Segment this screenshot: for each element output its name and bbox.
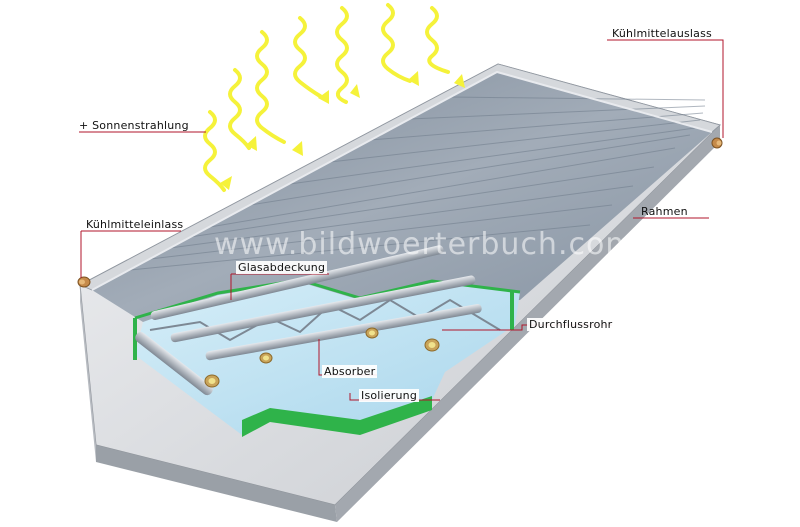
label-absorber: Absorber	[322, 365, 378, 378]
sun-ray-arrowheads	[220, 71, 465, 190]
label-isolierung: Isolierung	[359, 389, 420, 402]
glass-surface	[91, 70, 713, 322]
sun-rays	[203, 3, 450, 192]
flow-pipes	[135, 245, 482, 396]
label-kuehlmitteleinlass: Kühlmitteleinlass	[86, 218, 184, 231]
coolant-inlet-fitting	[77, 276, 91, 288]
label-sonnenstrahlung: + Sonnenstrahlung	[79, 119, 189, 132]
label-rahmen: Rahmen	[641, 205, 688, 218]
leader-lines	[79, 39, 724, 401]
coolant-outlet-fitting	[711, 137, 723, 149]
label-durchflussrohr: Durchflussrohr	[527, 318, 615, 331]
label-kuehlmittelauslass: Kühlmittelauslass	[612, 27, 712, 40]
watermark: www.bildwoerterbuch.com	[214, 227, 636, 262]
label-glasabdeckung: Glasabdeckung	[236, 261, 328, 274]
